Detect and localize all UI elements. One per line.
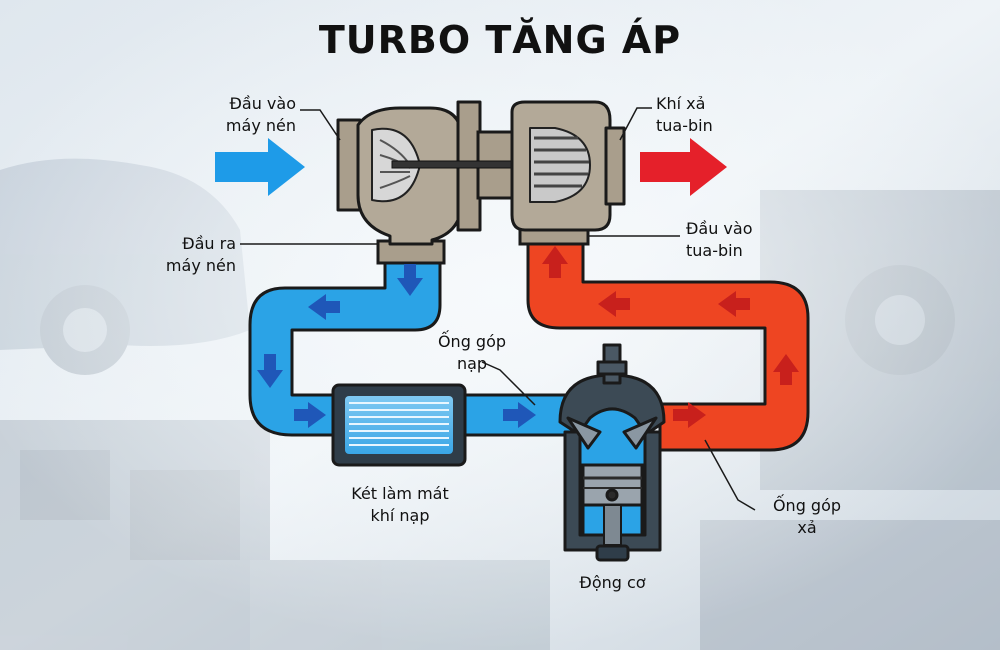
leader-turbine-exhaust [619, 107, 652, 141]
leader-lines [240, 107, 756, 511]
flow-arrow-intake-3 [257, 354, 283, 388]
exhaust-flow-arrows [542, 246, 799, 428]
label-turbine-inlet: Đầu vào tua-bin [686, 219, 753, 260]
flow-arrow-exhaust-5 [542, 246, 568, 278]
label-compressor-inlet: Đầu vào máy nén [225, 94, 296, 135]
leader-intake-manifold [481, 361, 536, 406]
label-exhaust-manifold: Ống góp xả [772, 496, 842, 537]
flow-arrow-exhaust-2 [773, 354, 799, 385]
label-intake-manifold: Ống góp nạp [437, 332, 507, 373]
flow-arrow-intake-4 [294, 402, 326, 428]
flow-arrow-exhaust-4 [598, 291, 630, 317]
exhaust-arrow-icon [640, 138, 727, 196]
turbine-wheel-icon [529, 127, 591, 203]
label-engine: Động cơ [579, 573, 646, 592]
flow-arrow-exhaust-3 [718, 291, 750, 317]
spark-plug-icon [596, 343, 628, 385]
exhaust-path [526, 238, 810, 452]
label-intercooler: Két làm mát khí nạp [351, 484, 449, 525]
leader-exhaust-manifold [704, 439, 756, 511]
intake-arrow-icon [215, 138, 305, 196]
flow-arrow-intake-2 [308, 294, 340, 320]
piston-icon [581, 463, 644, 507]
page-title: TURBO TĂNG ÁP [318, 18, 682, 62]
flow-arrow-intake-5 [503, 402, 536, 428]
turbine-housing [510, 100, 626, 232]
label-compressor-outlet: Đầu ra máy nén [165, 234, 236, 275]
flow-arrow-exhaust-1 [673, 402, 706, 428]
label-turbine-exhaust: Khí xả tua-bin [656, 94, 713, 135]
intercooler-icon [331, 383, 467, 467]
flow-arrow-intake-1 [397, 264, 423, 296]
leader-compressor-inlet [300, 109, 341, 141]
intake-flow-arrows [257, 264, 536, 428]
engine-icon [558, 343, 666, 562]
